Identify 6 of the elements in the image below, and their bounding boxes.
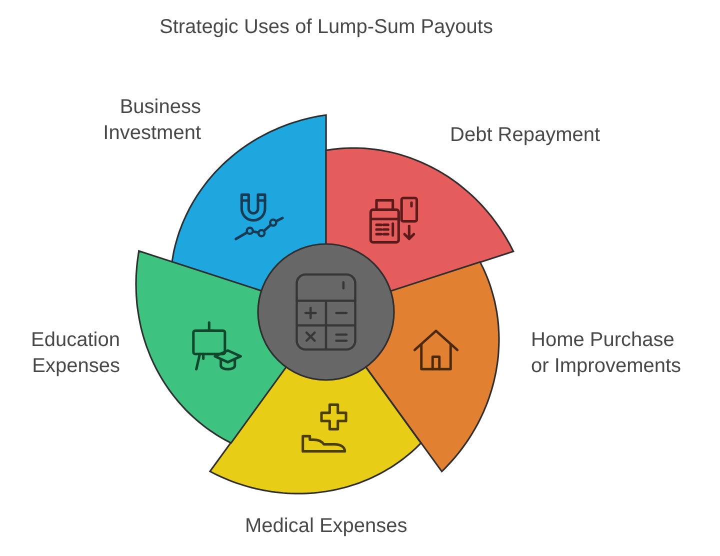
sector-label: Home Purchase or Improvements xyxy=(531,328,682,379)
diagram-title: Strategic Uses of Lump-Sum Payouts xyxy=(160,15,493,40)
sector-label: Medical Expenses xyxy=(244,514,408,539)
sector-label: Debt Repayment xyxy=(450,123,600,148)
sector-label: Education Expenses xyxy=(30,328,120,379)
sector-label: Business Investment xyxy=(102,95,201,146)
